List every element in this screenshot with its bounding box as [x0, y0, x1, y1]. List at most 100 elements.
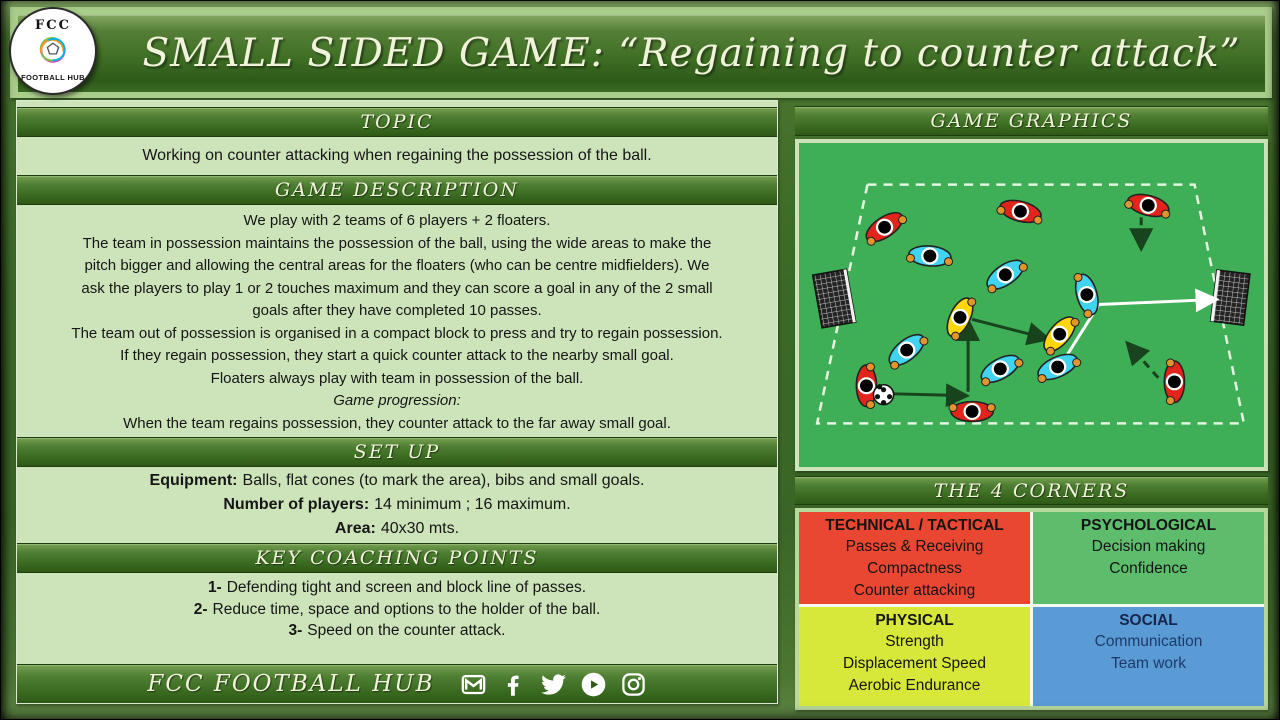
session-sheet-panel: TOPIC Working on counter attacking when …	[16, 100, 778, 704]
game-description-text-line: goals after they have completed 10 passe…	[252, 302, 542, 319]
pitch-boundary	[815, 183, 1246, 425]
game-description-text-line: If they regain possession, they start a …	[120, 347, 674, 364]
setup-players-line: Number of players:14 minimum ; 16 maximu…	[25, 493, 769, 517]
coaching-point-2-text: Reduce time, space and options to the ho…	[212, 600, 601, 618]
setup-equipment-value: Balls, flat cones (to mark the area), bi…	[242, 472, 645, 489]
fcc-logo: FCC FOOTBALL HUB	[9, 7, 97, 95]
coaching-point-1: 1-Defending tight and screen and block l…	[25, 577, 769, 599]
game-description-text-line: pitch bigger and allowing the central ar…	[84, 257, 710, 274]
pass-arrow	[971, 317, 1052, 346]
coaching-point-3-num: 3-	[288, 622, 303, 639]
player-blue	[1073, 272, 1099, 319]
setup-area-label: Area:	[334, 520, 376, 537]
player-red	[1124, 193, 1171, 219]
coaching-point-2: 2-Reduce time, space and options to the …	[25, 599, 769, 621]
footer-brand: FCC FOOTBALL HUB	[147, 671, 435, 697]
coaching-point-3-text: Speed on the counter attack.	[307, 622, 506, 639]
logo-hub-text: FOOTBALL HUB	[21, 73, 85, 82]
player-blue	[986, 259, 1028, 294]
player-red	[1163, 358, 1186, 406]
player-blue	[905, 245, 954, 267]
goal	[811, 268, 857, 329]
logo-fcc-text: FCC	[35, 18, 71, 33]
corner-items-line: Counter attacking	[853, 582, 976, 599]
graphics-panel: GAME GRAPHICS THE 4 CORNERS TECHNICAL / …	[795, 100, 1268, 710]
page-title-main: SMALL SIDED GAME:	[142, 31, 619, 76]
game-description-text-line: We play with 2 teams of 6 players + 2 fl…	[243, 212, 551, 229]
setup-equipment-label: Equipment:	[149, 472, 238, 489]
corner-items-line: Decision making	[1091, 538, 1206, 555]
twitter-icon[interactable]	[540, 671, 567, 698]
player-blue	[980, 354, 1024, 387]
pass-arrow	[1061, 288, 1220, 363]
topic-text: Working on counter attacking when regain…	[142, 147, 652, 164]
panel-spacer	[17, 646, 777, 665]
setup-equipment-line: Equipment:Balls, flat cones (to mark the…	[25, 469, 769, 493]
game-description-text-line: The team in possession maintains the pos…	[82, 234, 712, 252]
corner-items-line: Compactness	[867, 560, 962, 577]
set-up-header: SET UP	[17, 437, 777, 467]
game-description-text-line: Game progression:	[333, 392, 461, 409]
title-bar-frame: SMALL SIDED GAME: “Regaining to counter …	[10, 7, 1272, 98]
player-blue	[888, 333, 929, 370]
corner-items-line: Aerobic Endurance	[848, 677, 981, 694]
key-coaching-points-header: KEY COACHING POINTS	[17, 543, 777, 573]
player-red	[948, 400, 996, 423]
coaching-point-2-num: 2-	[193, 600, 208, 618]
setup-players-label: Number of players:	[223, 496, 370, 513]
corner-items-line: Passes & Receiving	[845, 538, 984, 555]
setup-area-line: Area:40x30 mts.	[25, 517, 769, 541]
corner-title: SOCIAL	[1119, 612, 1178, 629]
four-corners-header: THE 4 CORNERS	[795, 476, 1268, 505]
player-blue	[1037, 353, 1082, 383]
corner-title: PHYSICAL	[875, 612, 954, 629]
corner-items-line: Displacement Speed	[842, 655, 987, 672]
coaching-point-1-text: Defending tight and screen and block lin…	[226, 579, 587, 596]
pitch-diagram-frame	[795, 139, 1268, 471]
player-red	[865, 211, 908, 246]
title-bar: SMALL SIDED GAME: “Regaining to counter …	[18, 15, 1265, 92]
setup-area-value: 40x30 mts.	[380, 520, 460, 537]
player-red	[855, 362, 878, 410]
page-title-quote: “Regaining to counter attack”	[618, 31, 1241, 76]
player-yellow	[1043, 316, 1080, 356]
soccer-ball	[872, 384, 895, 406]
game-description-header: GAME DESCRIPTION	[17, 175, 777, 205]
instagram-icon[interactable]	[620, 671, 647, 698]
facebook-icon[interactable]	[500, 671, 527, 698]
player-yellow	[946, 297, 977, 341]
corner-items-line: Communication	[1094, 633, 1203, 650]
set-up-text: Equipment:Balls, flat cones (to mark the…	[17, 467, 777, 543]
youtube-icon[interactable]	[580, 671, 607, 698]
corner-title: TECHNICAL / TACTICAL	[825, 517, 1004, 534]
pass-arrow	[889, 383, 971, 408]
pitch-diagram	[799, 143, 1264, 467]
goal	[1209, 269, 1251, 326]
corner-title: PSYCHOLOGICAL	[1080, 517, 1217, 534]
corner-items-line: Strength	[885, 633, 944, 650]
football-sketch-icon	[39, 37, 66, 64]
topic-header: TOPIC	[17, 107, 777, 137]
footer-bar: FCC FOOTBALL HUB	[17, 664, 777, 703]
game-description-text: We play with 2 teams of 6 players + 2 fl…	[17, 205, 777, 437]
gmail-icon[interactable]	[460, 671, 487, 698]
corner-items-line: Team work	[1111, 655, 1186, 672]
coaching-point-3: 3-Speed on the counter attack.	[25, 620, 769, 642]
game-description-text-line: ask the players to play 1 or 2 touches m…	[81, 279, 713, 297]
player-red	[996, 199, 1043, 225]
corner-items-line: Confidence	[1109, 560, 1188, 577]
game-graphics-header: GAME GRAPHICS	[795, 106, 1268, 136]
coaching-point-1-num: 1-	[207, 579, 222, 596]
game-description-text-line: Floaters always play with team in posses…	[210, 369, 584, 387]
page-title: SMALL SIDED GAME: “Regaining to counter …	[142, 31, 1240, 76]
setup-players-value: 14 minimum ; 16 maximum.	[374, 496, 571, 513]
movement-arrow	[1125, 340, 1160, 379]
